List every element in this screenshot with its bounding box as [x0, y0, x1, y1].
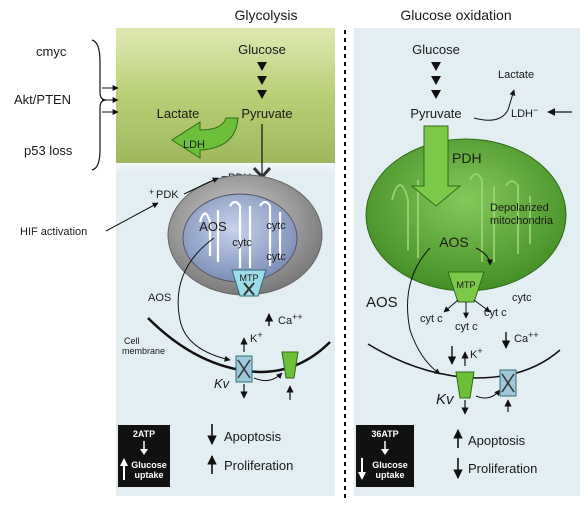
left-atp-label: 2ATP	[133, 429, 155, 439]
left-band-fade	[116, 163, 335, 173]
right-cytc-c: cyt c	[484, 307, 507, 319]
right-panel-title: Glucose oxidation	[400, 7, 511, 23]
right-apoptosis-label: Apoptosis	[468, 433, 526, 448]
right-cytc-a: cytc	[512, 292, 532, 304]
right-glucose-arrows	[431, 62, 441, 99]
right-atp-box	[356, 425, 414, 487]
left-apoptosis-label: Apoptosis	[224, 429, 282, 444]
left-glucose-uptake-2: uptake	[134, 470, 163, 480]
right-cytc-d: cyt c	[455, 321, 478, 333]
left-pdk-label: PDK	[156, 189, 179, 201]
right-atp-label: 36ATP	[371, 429, 398, 439]
left-cytc-3: cytc	[266, 251, 286, 263]
left-kv-block-x	[237, 359, 251, 379]
right-cell-membrane	[367, 343, 561, 379]
right-k-label: K+	[470, 346, 483, 361]
left-aos-outside: AOS	[148, 292, 171, 304]
right-glucose-uptake-1: Glucose	[372, 460, 408, 470]
right-ca-label: Ca++	[514, 330, 539, 345]
left-atp-box	[118, 425, 170, 487]
left-cytc-1: cytc	[232, 237, 252, 249]
right-lactate-label: Lactate	[498, 69, 534, 81]
left-panel: Glycolysis Glucose Pyruvate Lactate LDH …	[20, 7, 335, 496]
left-ldh-label: LDH	[183, 139, 205, 151]
right-glucose-label: Glucose	[412, 42, 460, 57]
right-glucose-uptake-2: uptake	[375, 470, 404, 480]
cmyc-label: cmyc	[36, 44, 67, 59]
left-aos-inside: AOS	[199, 219, 227, 234]
left-cell-membrane	[147, 317, 331, 374]
left-cristae	[198, 200, 282, 268]
right-kv-label: Kv	[436, 391, 455, 408]
p53-loss-label: p53 loss	[24, 143, 73, 158]
right-cristae	[391, 173, 531, 262]
left-glucose-label: Glucose	[238, 42, 286, 57]
regulator-brace	[91, 39, 107, 171]
left-ca-label: Ca++	[278, 312, 303, 327]
right-aos-outside: AOS	[366, 294, 398, 311]
right-pdh-label: PDH	[452, 150, 482, 166]
right-mtp-label: MTP	[457, 280, 476, 290]
left-cell-membrane-label: Cell membrane	[122, 336, 165, 356]
left-mtp-label: MTP	[240, 273, 259, 283]
left-mtp-block-x	[243, 282, 255, 296]
left-ldh-arrow	[171, 117, 239, 159]
left-ca-channel	[281, 351, 299, 379]
right-panel: Glucose oxidation Glucose Pyruvate Lacta…	[354, 7, 580, 496]
left-pyruvate-label: Pyruvate	[241, 106, 292, 121]
left-k-label: K+	[250, 330, 263, 345]
akt-pten-label: Akt/PTEN	[14, 92, 71, 107]
right-ca-block-x	[501, 373, 515, 393]
left-pdk-sign: +	[149, 187, 154, 197]
right-ldh-label: LDH−	[511, 105, 538, 120]
left-cytc-2: cytc	[266, 220, 286, 232]
left-proliferation-label: Proliferation	[224, 458, 293, 473]
right-proliferation-label: Proliferation	[468, 461, 537, 476]
right-kv-channel	[455, 371, 475, 399]
right-mtp-channel	[447, 271, 485, 303]
right-cytc-b: cyt c	[420, 313, 443, 325]
left-glucose-uptake-1: Glucose	[131, 460, 167, 470]
left-lactate-label: Lactate	[157, 106, 200, 121]
left-mtp-channel	[231, 269, 267, 297]
left-glucose-arrows	[257, 62, 267, 99]
right-aos-inside: AOS	[439, 234, 469, 250]
hif-activation-label: HIF activation	[20, 226, 87, 238]
right-pyruvate-label: Pyruvate	[410, 106, 461, 121]
left-kv-label: Kv	[214, 376, 231, 391]
right-depolarized-label: Depolarized mitochondria	[490, 202, 554, 227]
left-regulators: cmyc Akt/PTEN p53 loss	[14, 39, 119, 171]
right-pdh-arrow	[410, 125, 462, 207]
left-panel-title: Glycolysis	[234, 7, 297, 23]
